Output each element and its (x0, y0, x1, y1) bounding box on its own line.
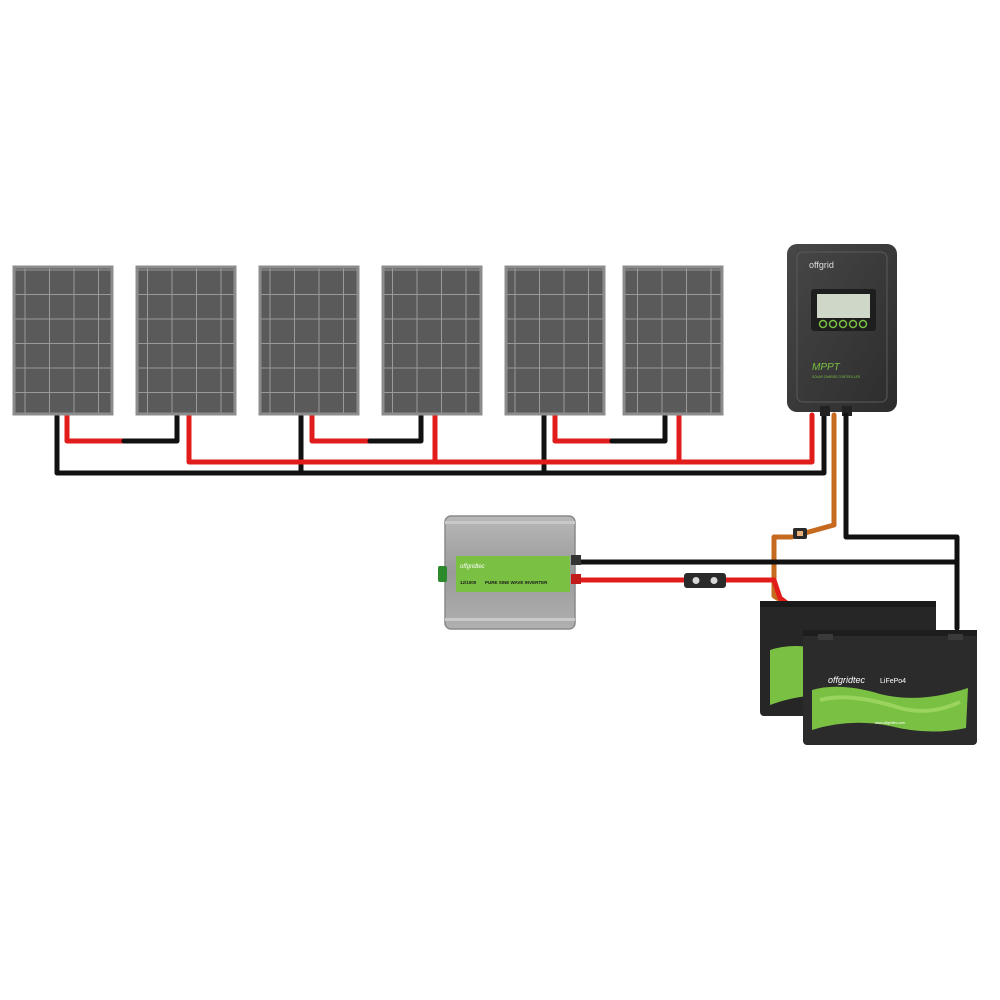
inverter-label: PURE SINE WAVE INVERTER (485, 580, 548, 585)
lifepo4-battery-front: offgridtec LiFePo4 www.offgridtec.com (803, 630, 977, 745)
solar-panel-icon (504, 265, 606, 416)
series-link-3 (552, 410, 615, 444)
battery-website: www.offgridtec.com (875, 721, 905, 725)
negative-bus-wire (54, 410, 827, 476)
solar-panel-array (12, 265, 724, 416)
inverter-brand: offgridtec (460, 564, 485, 570)
series-link-2b (367, 410, 424, 444)
controller-brand: offgrid (809, 260, 834, 270)
series-link-2 (309, 410, 373, 444)
series-link-3b (609, 410, 668, 444)
inverter-fuse (684, 573, 726, 588)
inverter-negative-wire (572, 559, 960, 631)
battery-wiring (572, 412, 960, 633)
solar-panel-icon (381, 265, 483, 416)
controller-button (828, 319, 838, 329)
battery-brand: offgridtec (828, 675, 866, 685)
controller-button (858, 319, 868, 329)
controller-positive-wire (802, 412, 837, 536)
series-link-1 (64, 410, 127, 444)
pure-sine-wave-inverter: offgridtec 12/1000 PURE SINE WAVE INVERT… (438, 515, 581, 630)
series-link-1b (121, 410, 180, 444)
controller-negative-wire (843, 412, 960, 631)
controller-button (838, 319, 848, 329)
inverter-model: 12/1000 (460, 580, 477, 585)
solar-panel-icon (12, 265, 114, 416)
panel-wiring (54, 410, 827, 476)
battery-chemistry: LiFePo4 (880, 678, 906, 685)
solar-panel-icon (622, 265, 724, 416)
controller-fuse (793, 528, 807, 539)
solar-panel-icon (135, 265, 237, 416)
controller-sublabel: SOLAR CHARGE CONTROLLER (812, 375, 861, 379)
controller-label: MPPT (812, 362, 841, 373)
controller-button (818, 319, 828, 329)
controller-button (848, 319, 858, 329)
solar-panel-icon (258, 265, 360, 416)
mppt-charge-controller: offgrid MPPT SOLAR CHARGE CONTROLLER (787, 244, 897, 416)
positive-bus-wire (186, 410, 815, 465)
lcd-screen (817, 294, 870, 318)
